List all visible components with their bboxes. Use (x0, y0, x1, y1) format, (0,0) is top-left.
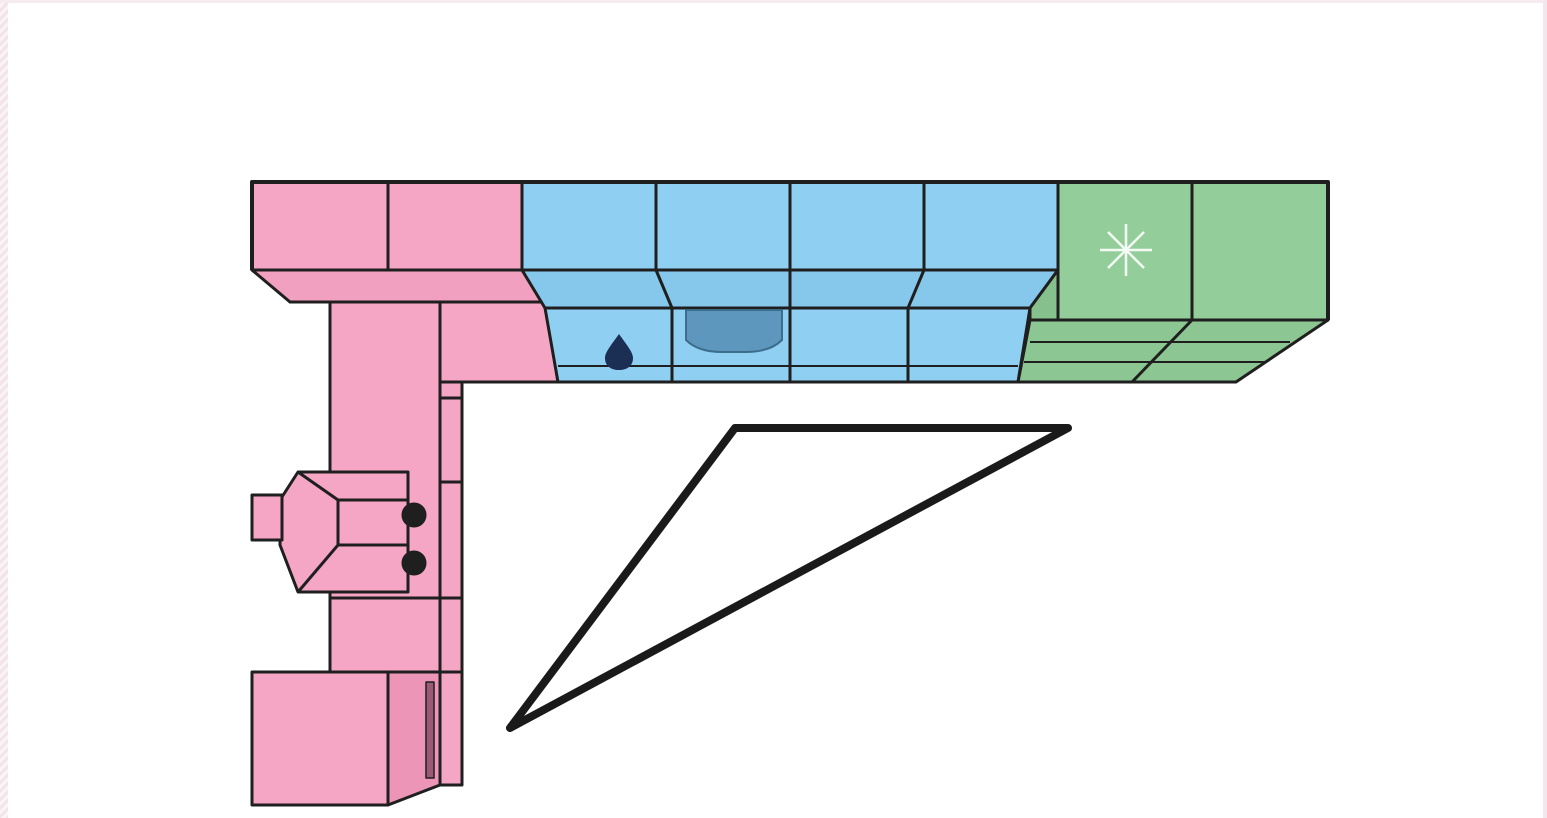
sink-upper-cabinet-2 (654, 180, 792, 272)
snowflake-icon (1100, 224, 1152, 276)
fridge-lower-seam-3 (1130, 318, 1194, 384)
fridge-lower-front (1016, 318, 1330, 384)
right-frame-border (1543, 0, 1547, 818)
sink-front-seam-3 (906, 269, 926, 309)
storage-cabinet-handle (425, 681, 435, 779)
sink-front-seam-1 (654, 269, 674, 309)
storage-tall-cabinet-front (250, 670, 390, 807)
storage-leg-diagonal (440, 380, 464, 400)
layout-outline-top (250, 180, 1330, 320)
burner-knob-2 (401, 550, 427, 576)
storage-leg-inner (438, 380, 464, 787)
top-frame-border (0, 0, 1547, 3)
fridge-side-panel (1028, 268, 1060, 322)
water-drop-icon (605, 334, 633, 370)
sink-zone (520, 180, 1060, 384)
left-frame-border (0, 0, 8, 818)
storage-upper-cabinet-2 (386, 180, 524, 272)
range-hood-icon (250, 470, 427, 594)
work-triangle (506, 424, 1072, 732)
sink-upper-cabinet-3 (788, 180, 926, 272)
range-hood-body (278, 470, 410, 594)
fridge-upper-cabinet-2 (1190, 180, 1330, 322)
sink-upper-cabinet-4 (922, 180, 1060, 272)
burner-knob-1 (401, 502, 427, 528)
storage-counter-front (250, 268, 547, 304)
storage-upper-cabinet-1 (250, 180, 390, 272)
range-hood-neck (250, 493, 284, 542)
fridge-zone (1016, 180, 1330, 384)
sink-basin-icon (685, 309, 783, 353)
sink-upper-cabinet-1 (520, 180, 658, 272)
